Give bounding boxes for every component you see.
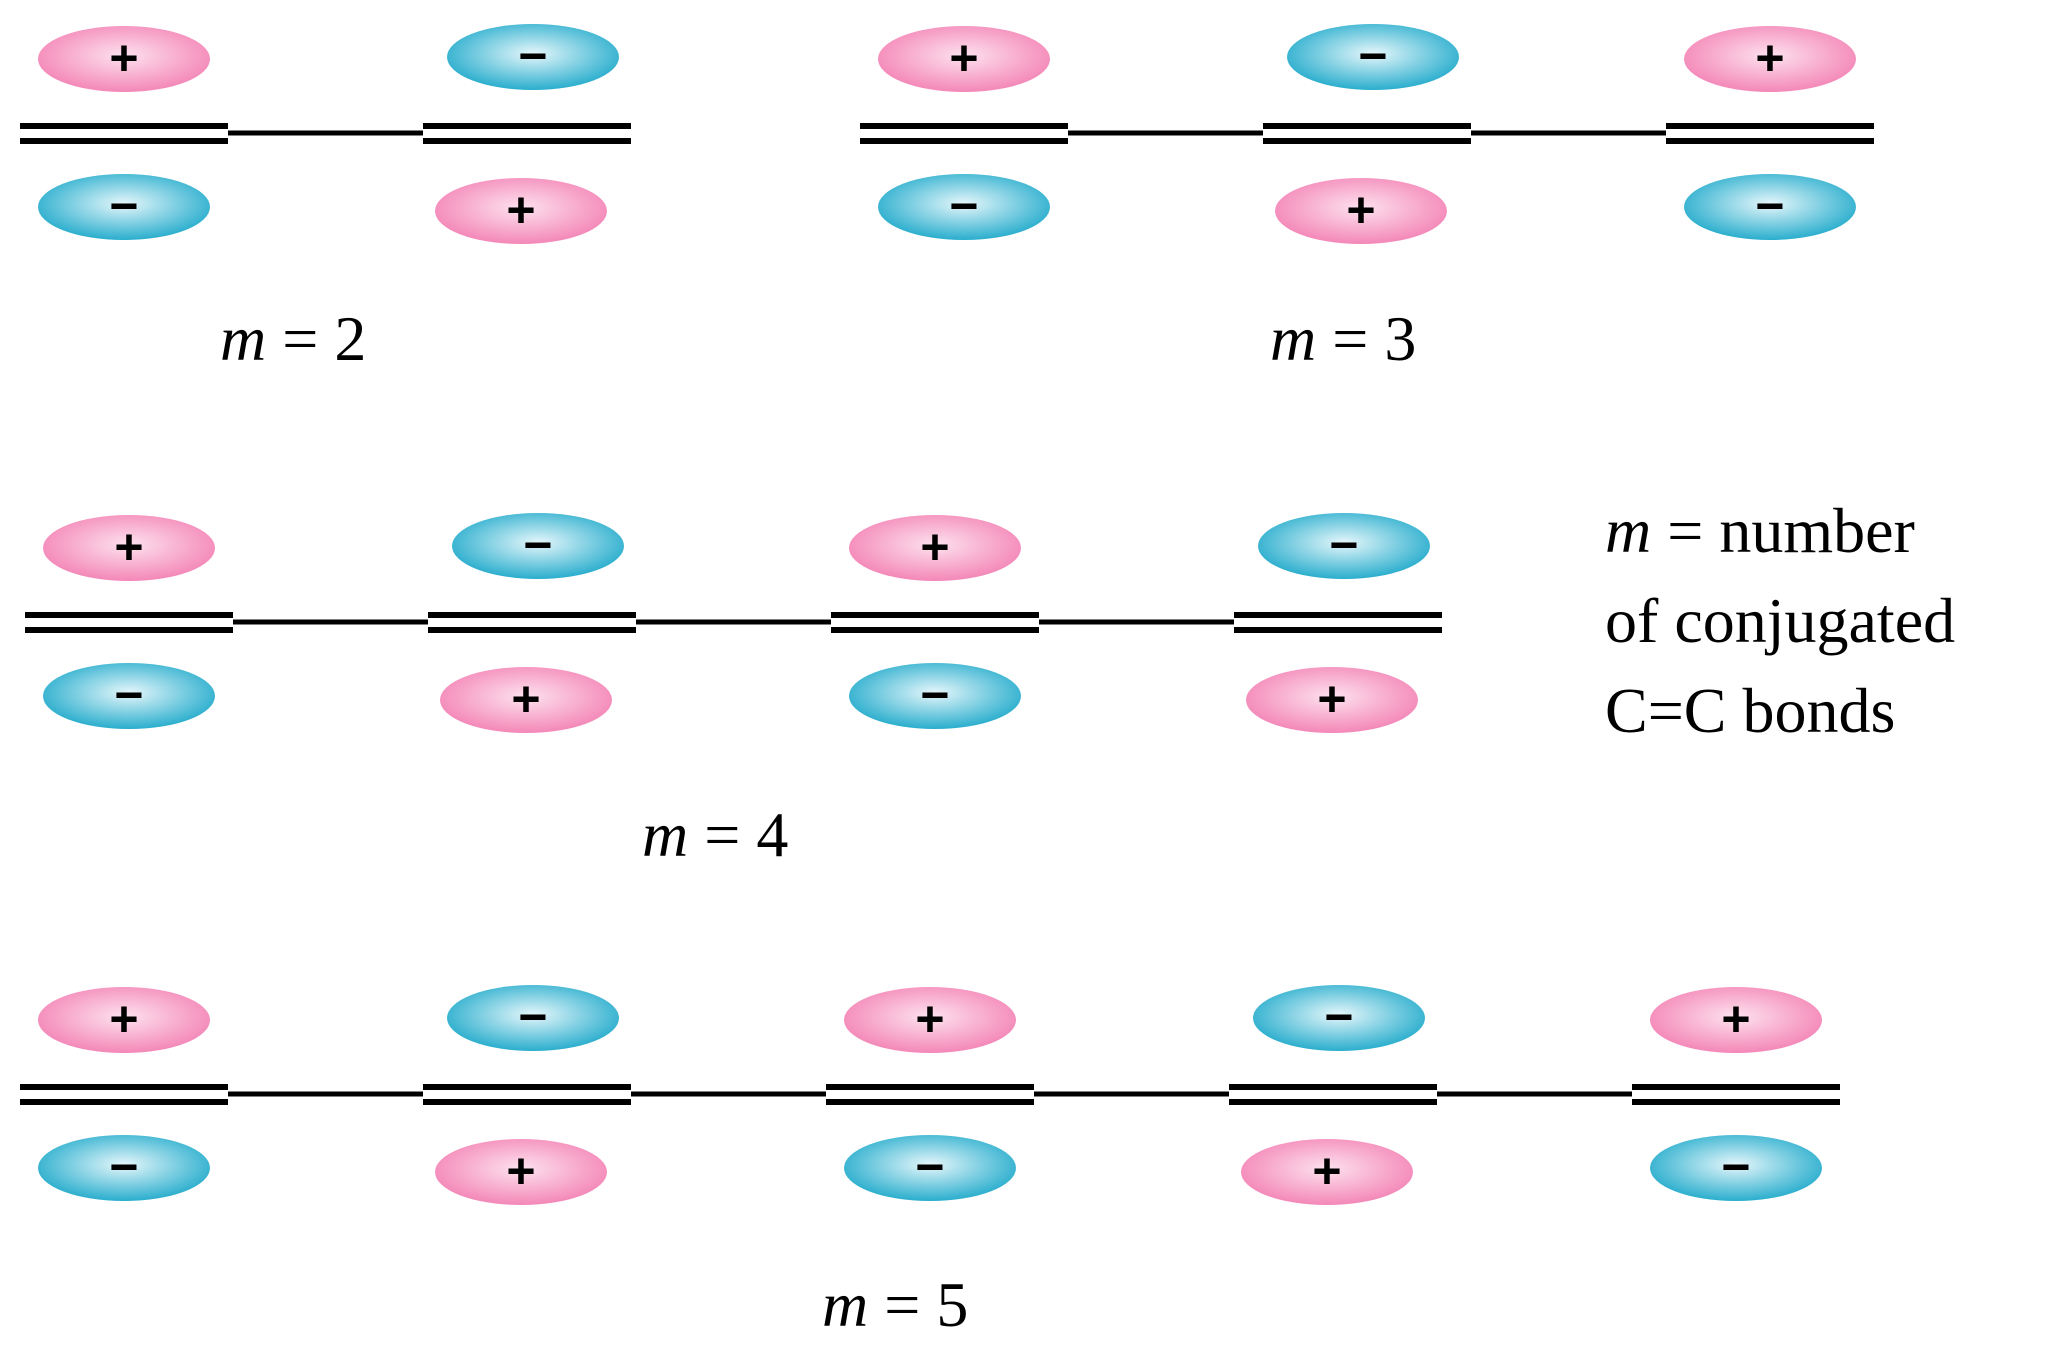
lobe-bottom: − — [43, 663, 215, 729]
lobe-top: + — [878, 26, 1050, 92]
m-label-3: m = 3 — [1270, 303, 1416, 374]
positive-lobe-shape — [43, 515, 215, 581]
positive-lobe-shape — [849, 515, 1021, 581]
negative-lobe-shape — [844, 1135, 1016, 1201]
lobe-bottom: − — [38, 174, 210, 240]
plus-sign: + — [114, 519, 143, 575]
plus-sign: + — [1317, 671, 1346, 727]
plus-sign: + — [949, 30, 978, 86]
m-label-2: m = 2 — [220, 303, 366, 374]
negative-lobe-shape — [1684, 174, 1856, 240]
lobe-bottom: + — [435, 1139, 607, 1205]
positive-lobe-shape — [844, 987, 1016, 1053]
positive-lobe-shape — [1275, 178, 1447, 244]
lobe-bottom: + — [440, 667, 612, 733]
negative-lobe-shape — [1650, 1135, 1822, 1201]
minus-sign: − — [1358, 28, 1387, 84]
positive-lobe-shape — [435, 1139, 607, 1205]
plus-sign: + — [915, 991, 944, 1047]
plus-sign: + — [506, 1143, 535, 1199]
lobe-bottom: − — [1650, 1135, 1822, 1201]
chain-m-5: + − − + + − − + + − — [20, 985, 1840, 1205]
plus-sign: + — [1755, 30, 1784, 86]
lobe-top: + — [1650, 987, 1822, 1053]
lobe-top: − — [447, 24, 619, 90]
lobe-bottom: − — [844, 1135, 1016, 1201]
minus-sign: − — [949, 178, 978, 234]
negative-lobe-shape — [38, 1135, 210, 1201]
chain-m-2: + − − + — [20, 24, 631, 244]
positive-lobe-shape — [1684, 26, 1856, 92]
plus-sign: + — [109, 30, 138, 86]
minus-sign: − — [1324, 989, 1353, 1045]
lobe-top: − — [1258, 513, 1430, 579]
lobe-top: + — [849, 515, 1021, 581]
negative-lobe-shape — [849, 663, 1021, 729]
lobe-bottom: + — [1275, 178, 1447, 244]
minus-sign: − — [518, 28, 547, 84]
m-label-4: m = 4 — [642, 799, 788, 870]
lobe-top: + — [38, 987, 210, 1053]
plus-sign: + — [920, 519, 949, 575]
legend-line-1: m = number — [1605, 495, 1915, 566]
negative-lobe-shape — [38, 174, 210, 240]
positive-lobe-shape — [435, 178, 607, 244]
positive-lobe-shape — [440, 667, 612, 733]
lobe-bottom: − — [878, 174, 1050, 240]
lobe-top: + — [38, 26, 210, 92]
lobe-bottom: + — [435, 178, 607, 244]
legend-line-2: of conjugated — [1605, 585, 1955, 656]
minus-sign: − — [1755, 178, 1784, 234]
plus-sign: + — [1312, 1143, 1341, 1199]
plus-sign: + — [511, 671, 540, 727]
lobe-top: − — [1287, 24, 1459, 90]
minus-sign: − — [523, 517, 552, 573]
lobe-top: − — [452, 513, 624, 579]
lobe-bottom: − — [38, 1135, 210, 1201]
lobe-bottom: + — [1246, 667, 1418, 733]
minus-sign: − — [1721, 1139, 1750, 1195]
negative-lobe-shape — [447, 985, 619, 1051]
plus-sign: + — [1346, 182, 1375, 238]
lobe-top: + — [1684, 26, 1856, 92]
chain-m-4: + − − + + − − + — [25, 513, 1442, 733]
lobe-top: + — [844, 987, 1016, 1053]
positive-lobe-shape — [38, 987, 210, 1053]
lobe-bottom: − — [1684, 174, 1856, 240]
positive-lobe-shape — [1650, 987, 1822, 1053]
lobe-bottom: − — [849, 663, 1021, 729]
minus-sign: − — [114, 667, 143, 723]
minus-sign: − — [518, 989, 547, 1045]
lobe-top: − — [1253, 985, 1425, 1051]
minus-sign: − — [915, 1139, 944, 1195]
plus-sign: + — [1721, 991, 1750, 1047]
lobe-bottom: + — [1241, 1139, 1413, 1205]
m-label-5: m = 5 — [822, 1269, 968, 1340]
minus-sign: − — [109, 178, 138, 234]
legend-line-3: C=C bonds — [1605, 675, 1895, 746]
minus-sign: − — [1329, 517, 1358, 573]
positive-lobe-shape — [878, 26, 1050, 92]
minus-sign: − — [920, 667, 949, 723]
negative-lobe-shape — [452, 513, 624, 579]
negative-lobe-shape — [1253, 985, 1425, 1051]
negative-lobe-shape — [43, 663, 215, 729]
negative-lobe-shape — [1258, 513, 1430, 579]
plus-sign: + — [109, 991, 138, 1047]
negative-lobe-shape — [447, 24, 619, 90]
plus-sign: + — [506, 182, 535, 238]
negative-lobe-shape — [1287, 24, 1459, 90]
minus-sign: − — [109, 1139, 138, 1195]
lobe-top: + — [43, 515, 215, 581]
chain-m-3: + − − + + − — [860, 24, 1874, 244]
negative-lobe-shape — [878, 174, 1050, 240]
positive-lobe-shape — [38, 26, 210, 92]
positive-lobe-shape — [1246, 667, 1418, 733]
positive-lobe-shape — [1241, 1139, 1413, 1205]
lobe-top: − — [447, 985, 619, 1051]
